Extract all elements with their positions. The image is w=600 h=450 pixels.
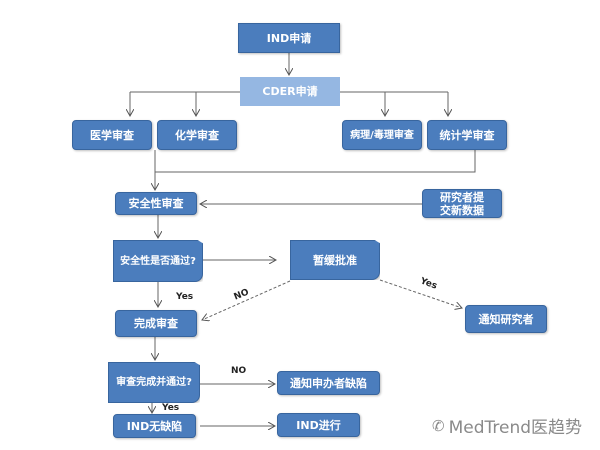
node-review-complete-decision: 审查完成并通过? — [108, 362, 200, 403]
node-statistics-review: 统计学审查 — [427, 120, 507, 150]
arrow-hold-no — [202, 280, 291, 320]
node-ind-application: IND申请 — [238, 23, 340, 53]
arrow-hold-yes — [379, 279, 462, 308]
watermark: ✆ MedTrend医趋势 — [432, 413, 583, 439]
node-pharm-tox-review: 病理/毒理审查 — [342, 120, 422, 150]
wechat-icon: ✆ — [432, 416, 445, 435]
node-clinical-hold: 暂缓批准 — [290, 240, 380, 280]
node-cder-application: CDER申请 — [240, 77, 340, 106]
node-safety-review: 安全性审查 — [115, 192, 197, 215]
node-medical-review: 医学审查 — [72, 120, 152, 150]
label-no-review: NO — [231, 366, 247, 376]
node-ind-proceeds: IND进行 — [277, 413, 360, 437]
label-yes-safety: Yes — [176, 292, 194, 302]
node-ind-no-deficiency: IND无缺陷 — [113, 414, 196, 438]
node-notify-investigator: 通知研究者 — [465, 305, 547, 333]
node-complete-review: 完成审查 — [115, 310, 197, 337]
node-investigator-new-data: 研究者提交新数据 — [422, 189, 502, 218]
node-safety-passed-decision: 安全性是否通过? — [113, 240, 203, 282]
merge-line — [155, 150, 476, 173]
label-yes-review: Yes — [162, 403, 180, 413]
watermark-text: MedTrend医趋势 — [448, 418, 583, 438]
node-chemistry-review: 化学审查 — [157, 120, 237, 150]
node-notify-sponsor-deficiency: 通知申办者缺陷 — [277, 371, 380, 395]
